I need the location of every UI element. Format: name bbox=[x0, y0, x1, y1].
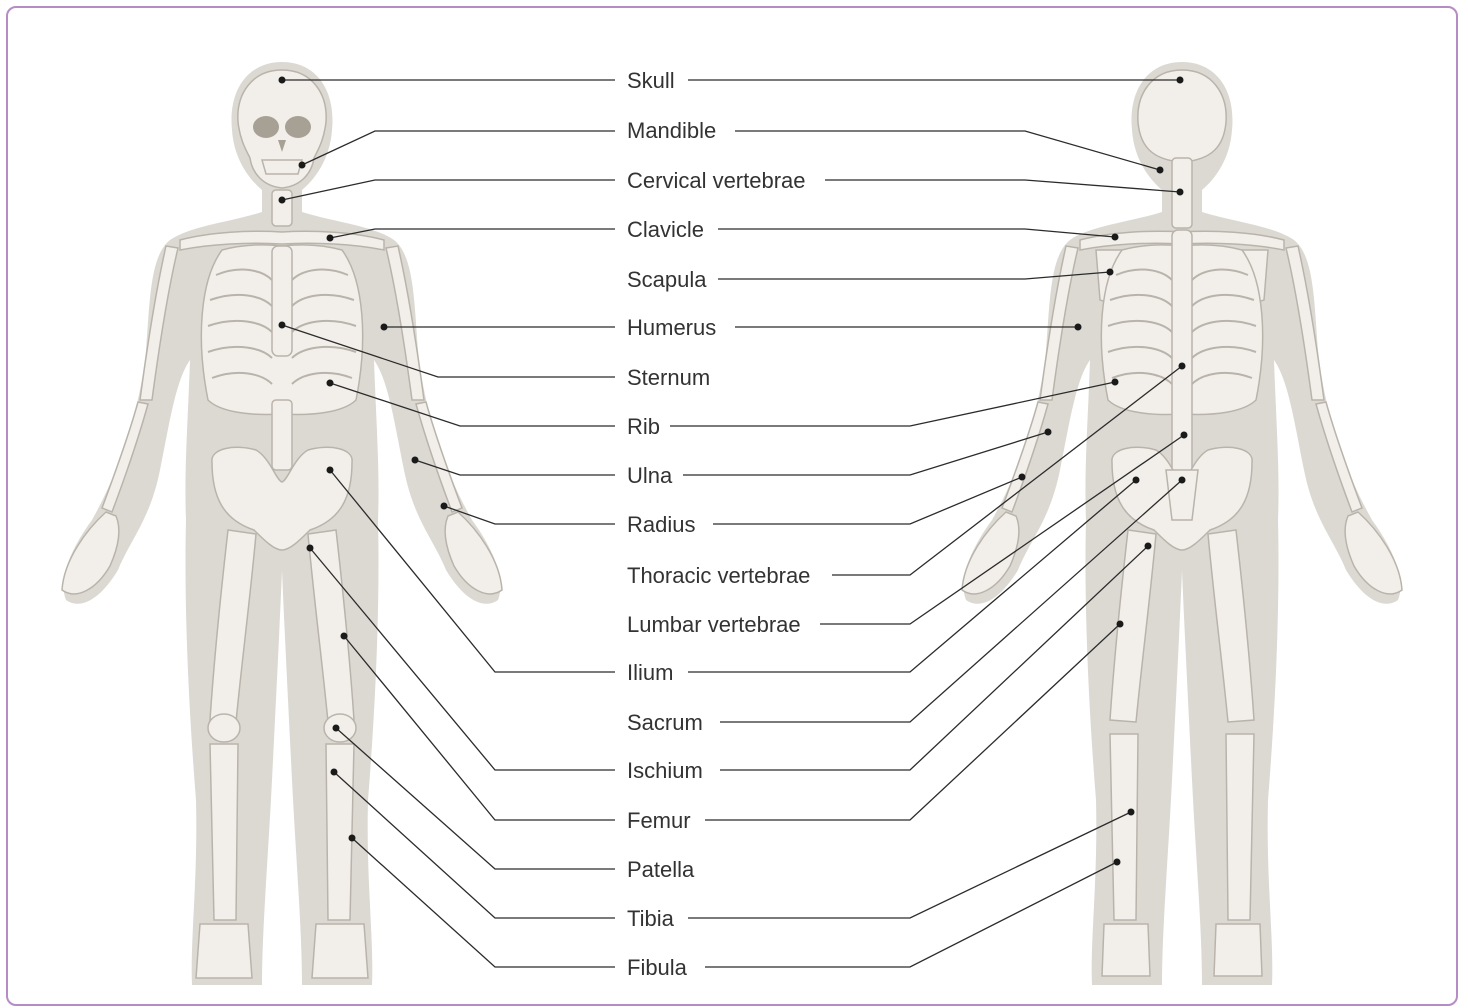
leader-patella-front bbox=[336, 728, 615, 869]
dot-sternum-front bbox=[279, 322, 286, 329]
front-lumbar bbox=[272, 400, 292, 470]
leader-cervical-front bbox=[282, 180, 615, 200]
dot-ulna-back bbox=[1045, 429, 1052, 436]
right-eye-socket bbox=[285, 116, 311, 138]
label-sternum: Sternum bbox=[627, 365, 710, 390]
dot-ilium-back bbox=[1133, 477, 1140, 484]
leader-lines bbox=[282, 80, 1184, 967]
dot-tibia-back bbox=[1128, 809, 1135, 816]
dot-radius-back bbox=[1019, 474, 1026, 481]
label-ulna: Ulna bbox=[627, 463, 673, 488]
dot-femur-front bbox=[341, 633, 348, 640]
leader-mandible-front bbox=[302, 131, 615, 165]
front-left-patella bbox=[208, 714, 240, 742]
label-thoracic-vertebrae: Thoracic vertebrae bbox=[627, 563, 810, 588]
leader-clavicle-back bbox=[718, 229, 1115, 237]
dot-ulna-front bbox=[412, 457, 419, 464]
label-femur: Femur bbox=[627, 808, 691, 833]
leader-femur-front bbox=[344, 636, 615, 820]
dot-rib-back bbox=[1112, 379, 1119, 386]
dot-humerus-back bbox=[1075, 324, 1082, 331]
label-patella: Patella bbox=[627, 857, 695, 882]
leader-scapula-back bbox=[718, 272, 1110, 279]
back-view-skeleton bbox=[962, 62, 1402, 985]
leader-ulna-back bbox=[683, 432, 1048, 475]
label-lumbar-vertebrae: Lumbar vertebrae bbox=[627, 612, 801, 637]
dot-cervical-front bbox=[279, 197, 286, 204]
dot-fibula-front bbox=[349, 835, 356, 842]
front-sternum bbox=[272, 246, 292, 356]
dot-femur-back bbox=[1117, 621, 1124, 628]
label-scapula: Scapula bbox=[627, 267, 707, 292]
dot-fibula-back bbox=[1114, 859, 1121, 866]
dot-skull-back bbox=[1177, 77, 1184, 84]
label-skull: Skull bbox=[627, 68, 675, 93]
front-right-foot bbox=[312, 924, 368, 978]
leader-radius-back bbox=[713, 477, 1022, 524]
back-spine bbox=[1172, 230, 1192, 480]
front-left-tibia bbox=[210, 744, 238, 920]
back-left-tibia bbox=[1110, 734, 1138, 920]
dot-ischium-front bbox=[307, 545, 314, 552]
label-humerus: Humerus bbox=[627, 315, 716, 340]
label-fibula: Fibula bbox=[627, 955, 688, 980]
dot-ilium-front bbox=[327, 467, 334, 474]
leader-fibula-back bbox=[705, 862, 1117, 967]
label-tibia: Tibia bbox=[627, 906, 675, 931]
label-radius: Radius bbox=[627, 512, 695, 537]
dot-tibia-front bbox=[331, 769, 338, 776]
leader-fibula-front bbox=[352, 838, 615, 967]
dot-mandible-back bbox=[1157, 167, 1164, 174]
label-ilium: Ilium bbox=[627, 660, 673, 685]
front-right-patella bbox=[324, 714, 356, 742]
dot-radius-front bbox=[441, 503, 448, 510]
leader-mandible-back bbox=[735, 131, 1160, 170]
left-eye-socket bbox=[253, 116, 279, 138]
label-rib: Rib bbox=[627, 414, 660, 439]
dot-mandible-front bbox=[299, 162, 306, 169]
dot-skull-front bbox=[279, 77, 286, 84]
leader-tibia-back bbox=[688, 812, 1131, 918]
front-teeth bbox=[262, 160, 302, 174]
back-right-tibia bbox=[1226, 734, 1254, 920]
leader-tibia-front bbox=[334, 772, 615, 918]
back-right-foot bbox=[1214, 924, 1262, 976]
dot-sacrum-back bbox=[1179, 477, 1186, 484]
label-clavicle: Clavicle bbox=[627, 217, 704, 242]
label-mandible: Mandible bbox=[627, 118, 716, 143]
dot-scapula-back bbox=[1107, 269, 1114, 276]
label-cervical-vertebrae: Cervical vertebrae bbox=[627, 168, 806, 193]
label-ischium: Ischium bbox=[627, 758, 703, 783]
dot-clavicle-back bbox=[1112, 234, 1119, 241]
dot-lumbar-back bbox=[1181, 432, 1188, 439]
front-neck bbox=[272, 190, 292, 226]
dot-cervical-back bbox=[1177, 189, 1184, 196]
dot-thoracic-back bbox=[1179, 363, 1186, 370]
dot-clavicle-front bbox=[327, 235, 334, 242]
back-left-foot bbox=[1102, 924, 1150, 976]
dot-ischium-back bbox=[1145, 543, 1152, 550]
leader-cervical-back bbox=[825, 180, 1180, 192]
back-skull bbox=[1138, 70, 1226, 162]
dot-patella-front bbox=[333, 725, 340, 732]
dot-rib-front bbox=[327, 380, 334, 387]
front-right-tibia bbox=[326, 744, 354, 920]
front-left-foot bbox=[196, 924, 252, 978]
label-sacrum: Sacrum bbox=[627, 710, 703, 735]
dot-humerus-front bbox=[381, 324, 388, 331]
